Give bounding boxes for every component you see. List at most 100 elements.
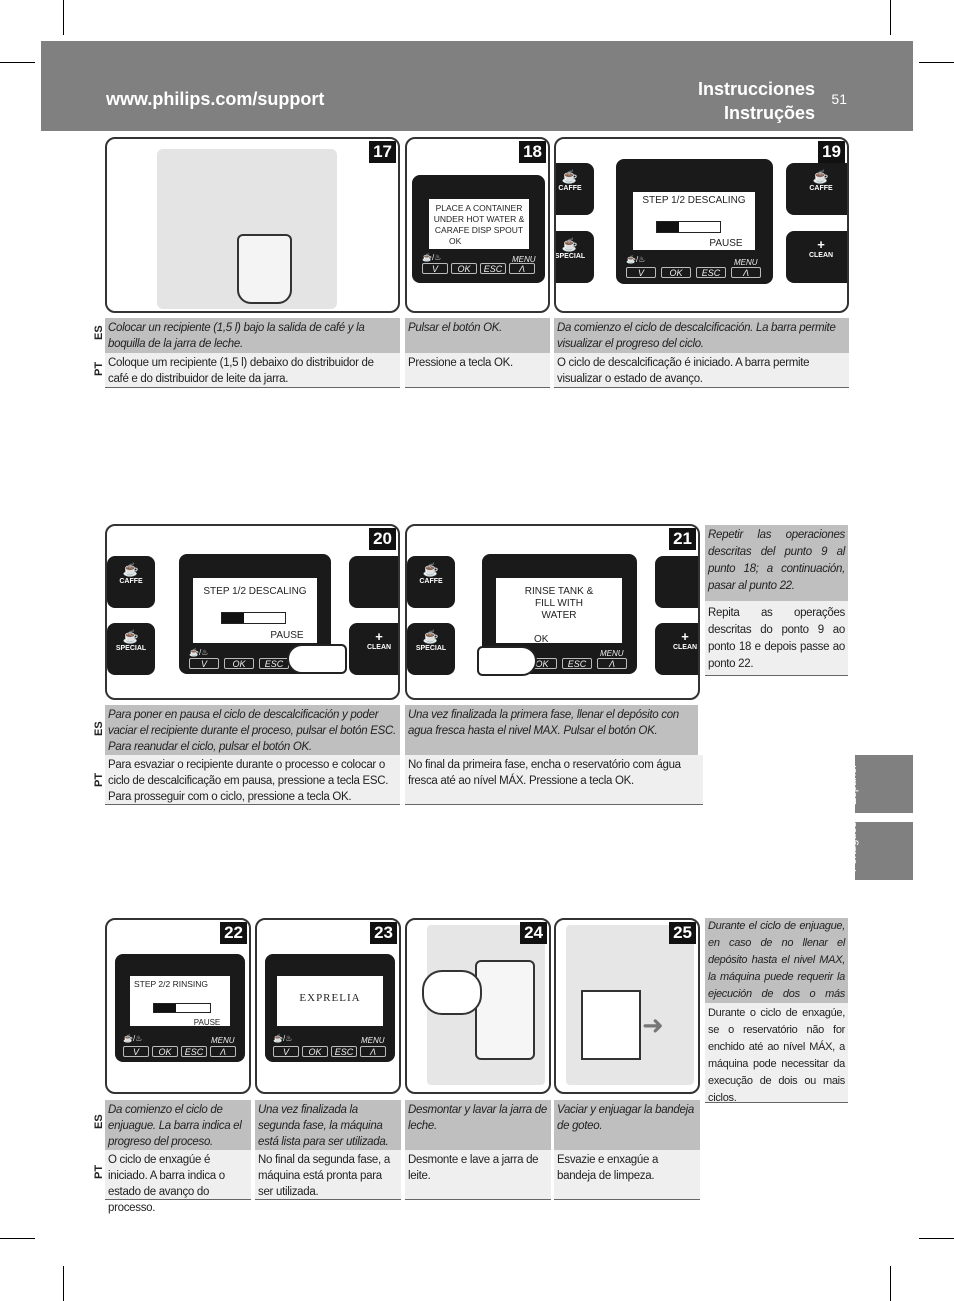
step-22-es: Da comienzo el ciclo de enjuague. La bar…: [105, 1100, 251, 1150]
step-20-es: Para poner en pausa el ciclo de descalci…: [105, 705, 400, 755]
keypad: V OK ESC Λ: [422, 263, 535, 274]
caffe-button[interactable]: ☕CAFFE: [407, 556, 455, 608]
special-button[interactable]: ☕SPECIAL: [407, 623, 455, 675]
step-17-es: Colocar un recipiente (1,5 l) bajo la sa…: [105, 318, 400, 353]
caffe-button[interactable]: ☕CAFFE: [107, 556, 155, 608]
step-24-image: 24: [405, 918, 551, 1094]
esc-button[interactable]: ESC: [562, 658, 592, 669]
esc-button[interactable]: ESC: [696, 267, 726, 278]
pull-arrow-icon: ➜: [642, 1010, 664, 1040]
step-21-image: ☕CAFFE ☕SPECIAL RINSE TANK & FILL WITH W…: [405, 524, 700, 700]
down-button[interactable]: V: [123, 1046, 149, 1057]
milk-carafe-illustration: [475, 960, 535, 1060]
title-es: Instrucciones: [697, 79, 815, 99]
pause-label: PAUSE: [270, 630, 304, 641]
special-cup-icon: ☕: [561, 237, 579, 252]
step-19-image: ☕CAFFE ☕SPECIAL STEP 1/2 DESCALING PAUSE…: [554, 137, 849, 313]
ok-button[interactable]: OK: [302, 1046, 328, 1057]
step-24-es: Desmontar y lavar la jarra de leche.: [405, 1100, 551, 1150]
display-ok: OK: [449, 236, 462, 246]
ok-button[interactable]: OK: [224, 658, 254, 669]
down-button[interactable]: V: [189, 658, 219, 669]
repeat-note-es: Repetir las operaciones descritas del pu…: [705, 525, 848, 601]
ok-button[interactable]: OK: [661, 267, 691, 278]
special-button[interactable]: [655, 556, 698, 608]
progress-fill: [657, 222, 680, 232]
tab-portugues[interactable]: Português: [847, 822, 913, 880]
ok-button[interactable]: OK: [451, 263, 477, 274]
step-19-es: Da comienzo el ciclo de descalcificación…: [554, 318, 849, 353]
progress-bar: [656, 221, 721, 233]
menu-label: MENU: [512, 255, 536, 264]
keypad: V OK ESC: [189, 658, 289, 669]
display-screen: STEP 2/2 RINSING PAUSE ☕/♨ MENU V OK ESC…: [115, 954, 245, 1062]
step-number: 20: [369, 528, 396, 550]
step-22-pt: O ciclo de enxagúe é iniciado. A barra i…: [105, 1150, 251, 1214]
clean-button[interactable]: +CLEAN: [655, 623, 698, 675]
step-25-image: ➜ 25: [554, 918, 700, 1094]
support-url[interactable]: www.philips.com/support: [106, 89, 325, 109]
step-22-image: STEP 2/2 RINSING PAUSE ☕/♨ MENU V OK ESC…: [105, 918, 251, 1094]
aroma-icon: ☕/♨: [273, 1034, 293, 1043]
display-message: PLACE A CONTAINER UNDER HOT WATER & CARA…: [429, 199, 529, 249]
menu-label: MENU: [734, 258, 758, 267]
clean-icon: +: [681, 629, 689, 644]
clean-button[interactable]: +CLEAN: [786, 231, 847, 283]
step-18-es: Pulsar el botón OK.: [405, 318, 550, 353]
down-button[interactable]: V: [626, 267, 656, 278]
up-button[interactable]: Λ: [210, 1046, 236, 1057]
page-header: www.philips.com/support Instrucciones In…: [41, 41, 913, 131]
menu-label: MENU: [211, 1036, 235, 1045]
clean-icon: +: [817, 237, 825, 252]
step-18-pt: Pressione a tecla OK.: [405, 353, 550, 388]
menu-label: MENU: [361, 1036, 385, 1045]
caffe-button[interactable]: ☕CAFFE: [786, 163, 847, 215]
pointing-hand-icon: [477, 646, 537, 676]
display-ok: OK: [534, 634, 549, 645]
up-button[interactable]: Λ: [509, 263, 535, 274]
special-button[interactable]: [349, 556, 398, 608]
ok-button[interactable]: OK: [152, 1046, 178, 1057]
special-cup-icon: ☕: [122, 629, 140, 644]
esc-button[interactable]: ESC: [181, 1046, 207, 1057]
clean-icon: +: [375, 629, 383, 644]
progress-bar: [221, 612, 286, 624]
cup-icon: ☕: [812, 169, 830, 184]
down-button[interactable]: V: [273, 1046, 299, 1057]
display-text: STEP 2/2 RINSING: [134, 979, 209, 989]
step-25-pt: Esvazie e enxagúe a bandeja de limpeza.: [554, 1150, 700, 1200]
esc-button[interactable]: ESC: [331, 1046, 357, 1057]
milk-jug-illustration: [237, 234, 292, 304]
step-number: 17: [369, 141, 396, 163]
tab-espanol[interactable]: Español: [847, 755, 913, 813]
step-24-pt: Desmonte e lave a jarra de leite.: [405, 1150, 551, 1200]
esc-button[interactable]: ESC: [259, 658, 289, 669]
crop-mark: [0, 62, 35, 63]
brand-logo: EXPRELIA: [299, 992, 361, 1004]
step-25-es: Vaciar y enjuagar la bandeja de goteo.: [554, 1100, 700, 1150]
page-number: 51: [831, 91, 847, 107]
step-18-image: PLACE A CONTAINER UNDER HOT WATER & CARA…: [405, 137, 550, 313]
special-button[interactable]: ☕SPECIAL: [107, 623, 155, 675]
esc-button[interactable]: ESC: [480, 263, 506, 274]
crop-mark: [63, 1266, 64, 1301]
down-button[interactable]: V: [422, 263, 448, 274]
clean-button[interactable]: +CLEAN: [349, 623, 398, 675]
special-button[interactable]: ☕SPECIAL: [556, 231, 594, 283]
step-number: 21: [669, 528, 696, 550]
display-text: STEP 1/2 DESCALING: [642, 195, 746, 206]
up-button[interactable]: Λ: [597, 658, 627, 669]
display-message: STEP 2/2 RINSING: [130, 976, 230, 1026]
display-text: STEP 1/2 DESCALING: [203, 586, 307, 597]
up-button[interactable]: Λ: [360, 1046, 386, 1057]
crop-mark: [919, 62, 954, 63]
step-20-pt: Para esvaziar o recipiente durante o pro…: [105, 755, 400, 805]
progress-fill: [154, 1004, 177, 1012]
repeat-note-pt: Repita as operações descritas do ponto 9…: [705, 601, 848, 676]
pause-label: PAUSE: [709, 238, 743, 249]
step-21-pt: No final da primeira fase, encha o reser…: [405, 755, 703, 805]
aroma-icon: ☕/♨: [422, 253, 442, 262]
display-text: RINSE TANK & FILL WITH WATER: [524, 586, 594, 621]
caffe-button[interactable]: ☕CAFFE: [556, 163, 594, 215]
up-button[interactable]: Λ: [731, 267, 761, 278]
